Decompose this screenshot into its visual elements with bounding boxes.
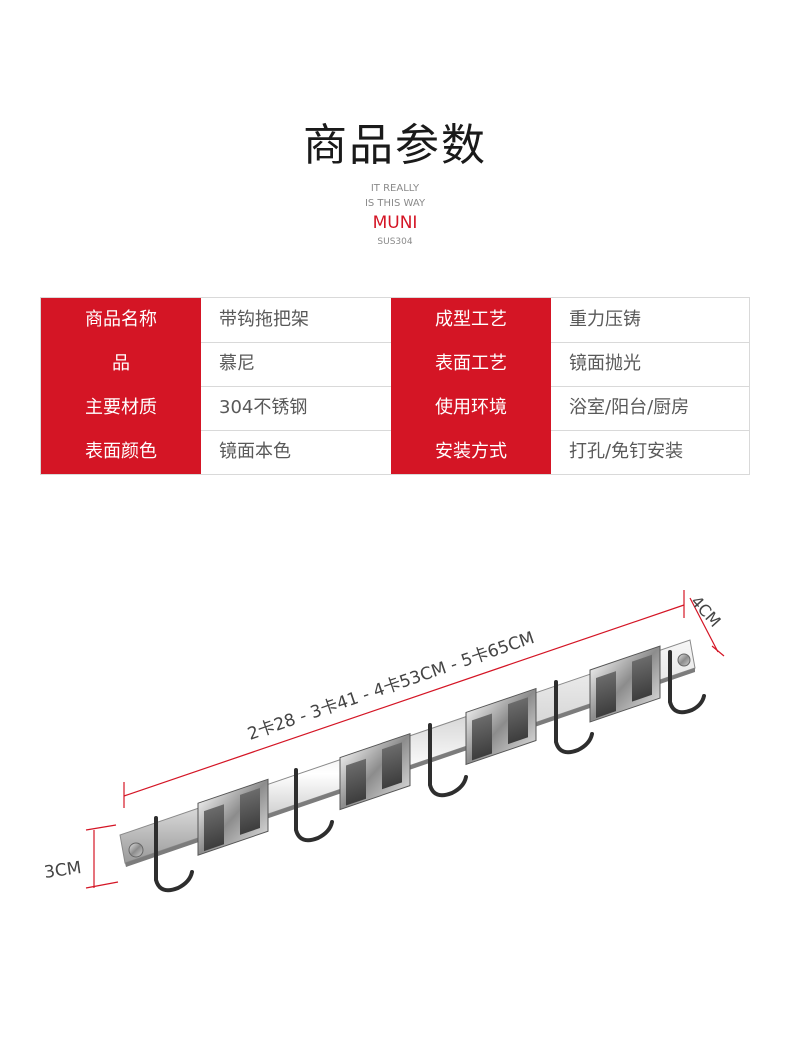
spec-label: 使用环境 bbox=[391, 386, 551, 430]
divider bbox=[551, 342, 749, 343]
spec-value: 带钩拖把架 bbox=[219, 309, 309, 330]
height-label: 3CM bbox=[43, 858, 83, 883]
spec-table: 商品名称 带钩拖把架 成型工艺 重力压铸 品牌 慕尼 表面工艺 镜面抛光 主要材… bbox=[40, 297, 750, 475]
spec-label: 主要材质 bbox=[41, 386, 201, 430]
mop-clip bbox=[197, 778, 269, 856]
spec-label: 表面工艺 bbox=[391, 342, 551, 386]
spec-row: 表面颜色 镜面本色 安装方式 打孔/免钉安装 bbox=[41, 430, 749, 474]
spec-value: 重力压铸 bbox=[569, 309, 641, 330]
spec-value: 浴室/阳台/厨房 bbox=[569, 397, 690, 418]
depth-label: 4CM bbox=[687, 592, 725, 631]
mop-clip bbox=[339, 732, 411, 811]
spec-value: 镜面抛光 bbox=[569, 353, 641, 374]
product-illustration: 2卡28 - 3卡41 - 4卡53CM - 5卡65CM 4CM 3CM bbox=[43, 590, 725, 893]
hook-icon bbox=[428, 723, 468, 798]
hook-icon bbox=[154, 816, 194, 893]
spec-label: 品牌 bbox=[41, 342, 201, 418]
spec-row: 主要材质 304不锈钢 使用环境 浴室/阳台/厨房 bbox=[41, 386, 749, 430]
spec-row: 商品名称 带钩拖把架 成型工艺 重力压铸 bbox=[41, 298, 749, 342]
mop-clip bbox=[589, 645, 661, 723]
hook-group bbox=[154, 650, 706, 893]
depth-dimension bbox=[689, 597, 725, 657]
screw-icon bbox=[677, 653, 691, 667]
spec-value: 慕尼 bbox=[219, 353, 255, 374]
page-title: 商品参数 bbox=[303, 120, 487, 171]
spec-value: 打孔/免钉安装 bbox=[569, 441, 684, 462]
hook-icon bbox=[668, 650, 706, 715]
tagline-line2: IS THIS WAY bbox=[364, 198, 426, 209]
hook-icon bbox=[294, 768, 334, 843]
brand-name: MUNI bbox=[372, 213, 418, 233]
divider bbox=[551, 430, 749, 431]
divider bbox=[201, 342, 391, 343]
hook-icon bbox=[554, 680, 594, 755]
tagline-line1: IT REALLY bbox=[370, 183, 420, 194]
spec-label: 成型工艺 bbox=[391, 298, 551, 342]
screw-icon bbox=[128, 842, 144, 858]
spec-label: 表面颜色 bbox=[41, 430, 201, 474]
spec-label: 商品名称 bbox=[41, 298, 201, 342]
mop-clip bbox=[465, 687, 537, 766]
divider bbox=[551, 386, 749, 387]
length-dimension bbox=[123, 590, 685, 808]
spec-row: 品牌 慕尼 表面工艺 镜面抛光 bbox=[41, 342, 749, 418]
spec-label: 安装方式 bbox=[391, 430, 551, 474]
spec-value: 镜面本色 bbox=[219, 441, 291, 462]
height-dimension bbox=[85, 824, 119, 889]
spec-value: 304不锈钢 bbox=[219, 397, 308, 418]
material-code: SUS304 bbox=[377, 237, 413, 247]
divider bbox=[201, 386, 391, 387]
divider bbox=[201, 430, 391, 431]
